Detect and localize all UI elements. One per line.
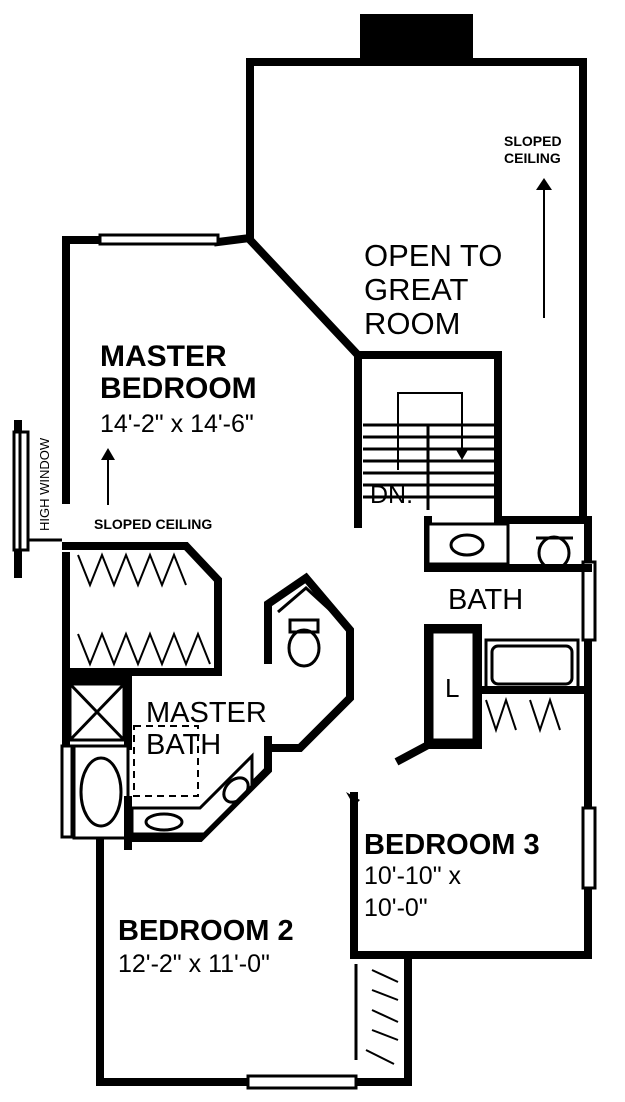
linen-label: L (445, 673, 459, 703)
bedroom-2-size: 12'-2" x 11'-0" (118, 950, 270, 978)
sloped-ceiling-arrows (101, 178, 552, 505)
windows (12, 233, 597, 1090)
master-bath-fixtures (62, 676, 272, 850)
master-closet (62, 542, 222, 676)
high-window-label: HIGH WINDOW (37, 437, 52, 531)
master-bedroom-size: 14'-2" x 14'-6" (100, 410, 254, 438)
bath-label: BATH (448, 584, 523, 616)
sloped-ceiling-label-left: SLOPED CEILING (94, 516, 212, 532)
master-bedroom-name: MASTER BEDROOM (100, 340, 257, 405)
wc-alcove (264, 572, 354, 752)
stair-down-label: DN. (370, 481, 413, 509)
sloped-ceiling-label-top: SLOPED CEILING (504, 133, 565, 166)
hall-bath (424, 516, 592, 572)
bedroom-2-name: BEDROOM 2 (118, 915, 294, 947)
bedroom-3-size: 10'-10" x 10'-0" (364, 862, 468, 922)
chimney (360, 14, 473, 64)
bedroom-3-name: BEDROOM 3 (364, 829, 540, 861)
linen-and-tub (394, 624, 592, 766)
open-to-great-room-label: OPEN TO GREAT ROOM (364, 238, 511, 341)
bedroom-walls (346, 516, 412, 1065)
master-bath-label: MASTER BATH (146, 697, 275, 761)
stairwell (354, 351, 502, 524)
